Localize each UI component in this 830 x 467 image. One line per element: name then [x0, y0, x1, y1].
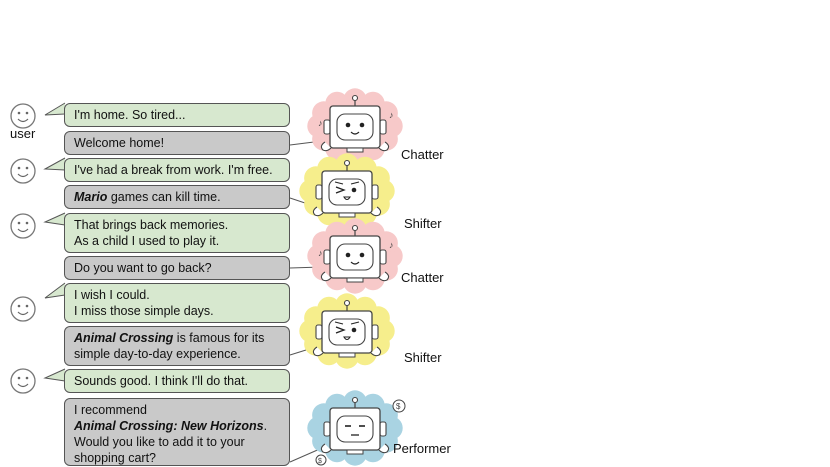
- agent-label-chatter: Chatter: [401, 147, 444, 162]
- speech-tail: [43, 212, 66, 226]
- svg-text:♪: ♪: [389, 240, 394, 250]
- bot-message-2: Mario games can kill time.: [64, 185, 290, 209]
- svg-text:$: $: [396, 402, 401, 411]
- agent-label-shifter: Shifter: [404, 350, 442, 365]
- svg-text:♪: ♪: [318, 118, 323, 128]
- user-message-2: I've had a break from work. I'm free.: [64, 158, 290, 182]
- speech-tail: [43, 368, 66, 382]
- agent-label-performer: Performer: [393, 441, 451, 456]
- user-message-4: I wish I could. I miss those simple days…: [64, 283, 290, 323]
- bot-message-4: Animal Crossing is famous for its simple…: [64, 326, 290, 366]
- user-face-icon: [10, 103, 36, 129]
- user-face-icon: [10, 213, 36, 239]
- user-message-3: That brings back memories. As a child I …: [64, 213, 290, 253]
- svg-text:♪: ♪: [389, 110, 394, 120]
- speech-tail: [44, 102, 66, 116]
- svg-text:$: $: [318, 458, 322, 465]
- robot-chatter-icon: ♪♪: [307, 218, 403, 294]
- user-face-icon: [10, 368, 36, 394]
- agent-label-shifter: Shifter: [404, 216, 442, 231]
- robot-performer-icon: $$: [307, 390, 406, 466]
- agent-label-chatter: Chatter: [401, 270, 444, 285]
- robot-shifter-icon: [299, 293, 395, 369]
- bot-message-1: Welcome home!: [64, 131, 290, 155]
- user-message-5: Sounds good. I think I'll do that.: [64, 369, 290, 393]
- robot-chatter-icon: ♪♪: [307, 88, 403, 164]
- robot-shifter-icon: [299, 153, 395, 229]
- svg-text:♪: ♪: [318, 248, 323, 258]
- bot-message-5: I recommend Animal Crossing: New Horizon…: [64, 398, 290, 466]
- connector-line: [289, 447, 323, 463]
- bot-message-3: Do you want to go back?: [64, 256, 290, 280]
- speech-tail: [44, 282, 66, 299]
- user-message-1: I'm home. So tired...: [64, 103, 290, 127]
- user-face-icon: [10, 158, 36, 184]
- speech-tail: [43, 157, 66, 171]
- user-label: user: [10, 126, 36, 141]
- user-face-icon: [10, 296, 36, 322]
